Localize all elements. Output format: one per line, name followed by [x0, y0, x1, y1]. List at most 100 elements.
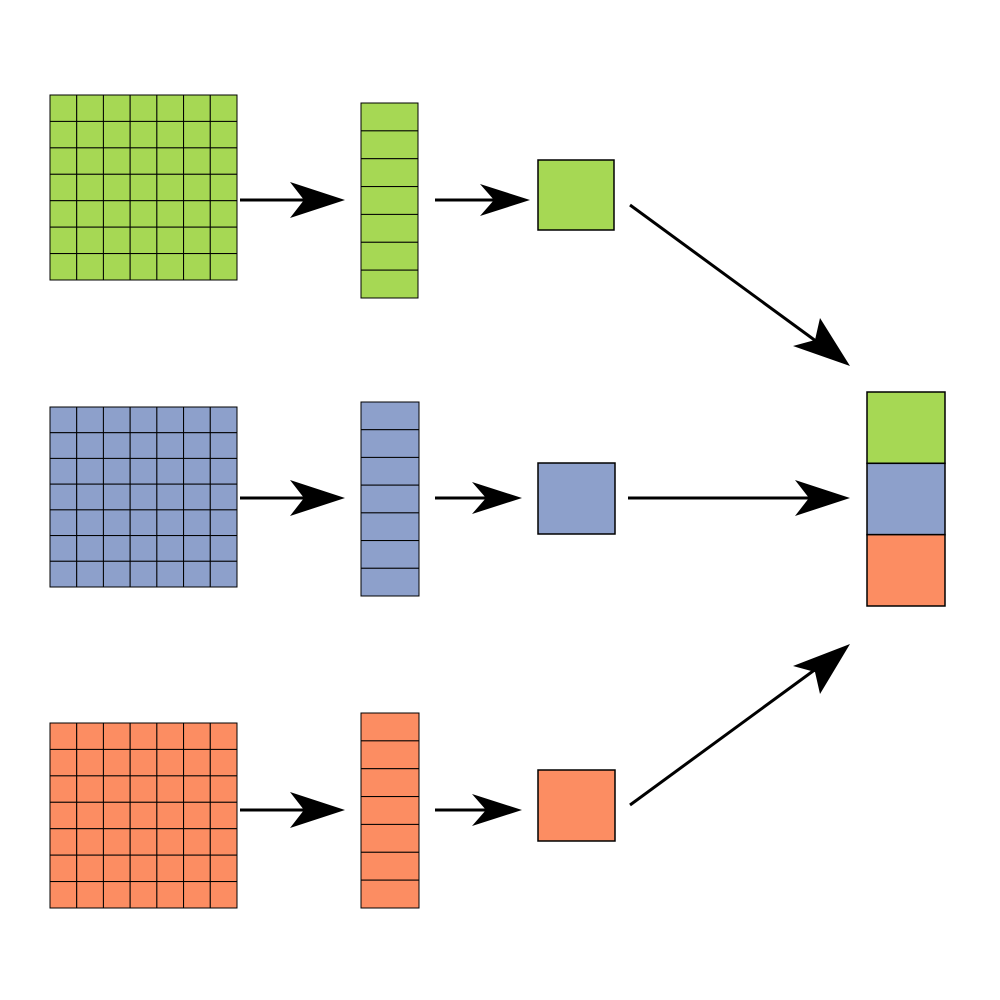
grid-cell — [49, 173, 78, 202]
grid-cell — [156, 801, 185, 830]
grid-cell — [209, 509, 238, 537]
grid-cell — [129, 200, 158, 228]
column-cell — [360, 130, 419, 160]
arrowhead — [472, 482, 522, 514]
grid-cell — [156, 406, 185, 434]
column-vector — [360, 401, 420, 597]
grid-cell — [102, 722, 131, 750]
grid-cell — [76, 200, 104, 228]
grid-cell — [209, 147, 238, 175]
grid-cell — [49, 483, 78, 511]
column-cell — [360, 401, 420, 431]
grid-cell — [156, 722, 185, 750]
column-vector — [360, 102, 419, 299]
grid-cell — [76, 147, 104, 175]
grid-cell — [183, 483, 211, 511]
grid-cell — [129, 722, 158, 750]
grid-cell — [76, 722, 104, 750]
grid-cell — [102, 173, 131, 202]
grid-cell — [49, 147, 78, 175]
grid-cell — [102, 748, 131, 777]
column-cell — [360, 484, 420, 514]
grid-cell — [129, 173, 158, 202]
column-cell — [360, 269, 419, 299]
grid-cell — [183, 748, 211, 777]
grid-cell — [49, 406, 78, 434]
grid-cell — [209, 226, 238, 255]
grid-cell — [102, 881, 131, 909]
grid-cell — [209, 432, 238, 459]
grid-cell — [129, 854, 158, 883]
grid-cell — [156, 881, 185, 909]
grid-cell — [183, 226, 211, 255]
grid-cell — [49, 535, 78, 562]
grid-cell — [49, 253, 78, 281]
grid-cell — [209, 120, 238, 149]
grid-cell — [129, 828, 158, 856]
grid-cell — [76, 253, 104, 281]
grid-cell — [76, 173, 104, 202]
grid-cell — [102, 94, 131, 122]
grid-cell — [76, 775, 104, 803]
grid-cell — [102, 226, 131, 255]
grid-cell — [49, 120, 78, 149]
column-cell — [360, 512, 420, 542]
column-cell — [360, 186, 419, 215]
grid-cell — [102, 854, 131, 883]
grid-cell — [156, 94, 185, 122]
grid-cell — [129, 457, 158, 485]
grid-cell — [156, 828, 185, 856]
grid-cell — [49, 432, 78, 459]
column-cell — [360, 796, 420, 825]
grid-cell — [183, 173, 211, 202]
grid-cell — [156, 200, 185, 228]
arrowhead — [795, 480, 850, 516]
grid-cell — [156, 483, 185, 511]
grid-cell — [156, 226, 185, 255]
grid-cell — [129, 432, 158, 459]
grid-cell — [129, 535, 158, 562]
grid-cell — [156, 457, 185, 485]
grid-cell — [156, 509, 185, 537]
arrowhead — [290, 480, 345, 516]
grid-cell — [183, 94, 211, 122]
grid-cell — [76, 801, 104, 830]
grid-cell — [156, 120, 185, 149]
branch-1 — [49, 94, 850, 366]
grid-cell — [129, 881, 158, 909]
column-cell — [360, 213, 419, 243]
column-cell — [360, 712, 420, 742]
grid-cell — [129, 775, 158, 803]
arrowhead — [480, 184, 530, 216]
grid-cell — [49, 200, 78, 228]
grid-cell — [76, 94, 104, 122]
feature-map-grid — [49, 94, 238, 281]
grid-cell — [49, 775, 78, 803]
arrowhead — [472, 794, 522, 826]
grid-cell — [102, 457, 131, 485]
grid-cell — [49, 828, 78, 856]
grid-cell — [102, 483, 131, 511]
grid-cell — [209, 748, 238, 777]
pooled-cell — [537, 159, 615, 231]
grid-cell — [156, 775, 185, 803]
column-cell — [360, 879, 420, 909]
column-cell — [360, 456, 420, 486]
grid-cell — [102, 253, 131, 281]
grid-cell — [102, 147, 131, 175]
grid-cell — [129, 509, 158, 537]
output-cell — [866, 462, 946, 536]
grid-cell — [209, 881, 238, 909]
grid-cell — [76, 406, 104, 434]
grid-cell — [129, 801, 158, 830]
grid-cell — [209, 200, 238, 228]
grid-cell — [183, 828, 211, 856]
grid-cell — [183, 509, 211, 537]
column-cell — [360, 158, 419, 188]
grid-cell — [49, 560, 78, 588]
grid-cell — [209, 406, 238, 434]
grid-cell — [76, 120, 104, 149]
column-cell — [360, 429, 420, 458]
arrow-pooled-to-output — [629, 203, 836, 357]
grid-cell — [183, 560, 211, 588]
